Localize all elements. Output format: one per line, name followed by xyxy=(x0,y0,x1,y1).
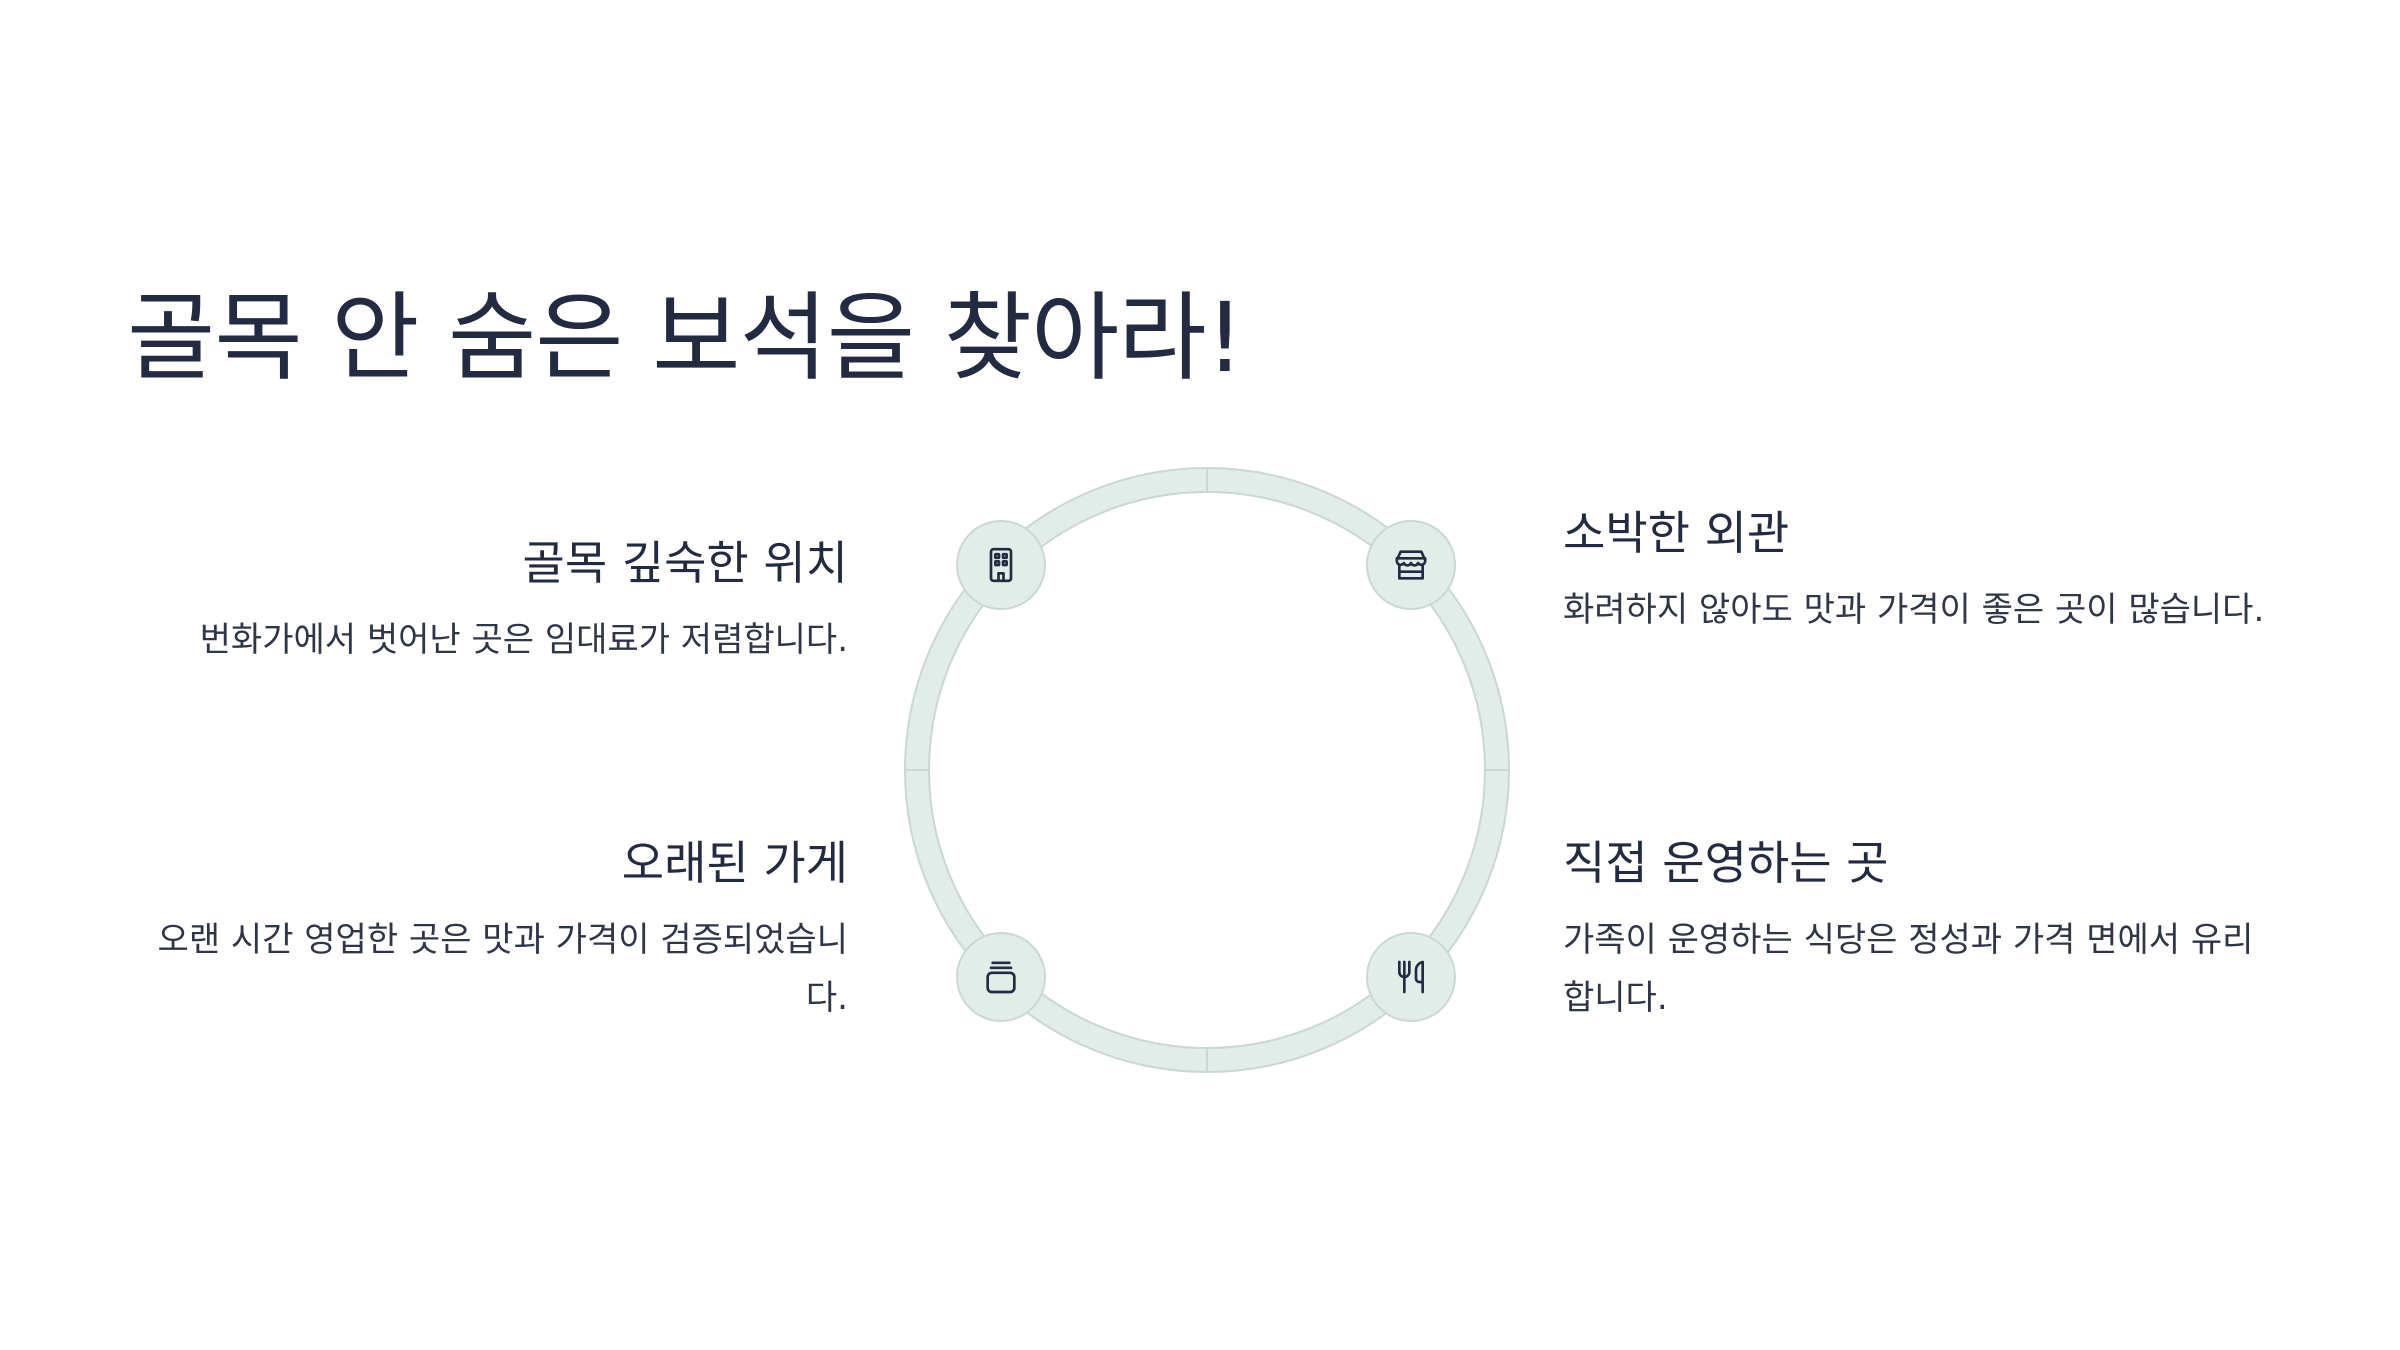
store-icon xyxy=(1395,550,1427,580)
feature-heading: 오래된 가게 xyxy=(621,836,848,890)
utensils-node xyxy=(1366,932,1456,1022)
feature-description: 오랜 시간 영업한 곳은 맛과 가격이 검증되었습니다. xyxy=(157,920,848,1018)
building-node xyxy=(956,520,1046,610)
store-node xyxy=(1366,520,1456,610)
feature-description: 번화가에서 벗어난 곳은 임대료가 저렴합니다. xyxy=(199,620,848,660)
feature-heading: 직접 운영하는 곳 xyxy=(1563,836,1889,890)
feature-block-location: 골목 깊숙한 위치 번화가에서 벗어난 곳은 임대료가 저렴합니다. xyxy=(128,533,848,669)
archive-box-icon xyxy=(986,961,1016,994)
cycle-ring xyxy=(904,467,1510,1073)
utensils-icon xyxy=(1398,960,1424,994)
slide-title: 골목 안 숨은 보석을 찾아라! xyxy=(127,282,1244,394)
archive-node xyxy=(956,932,1046,1022)
feature-heading: 골목 깊숙한 위치 xyxy=(522,536,848,590)
feature-block-old-store: 오래된 가게 오랜 시간 영업한 곳은 맛과 가격이 검증되었습니다. xyxy=(128,833,848,1027)
feature-description: 가족이 운영하는 식당은 정성과 가격 면에서 유리합니다. xyxy=(1563,920,2254,1018)
feature-block-family-run: 직접 운영하는 곳 가족이 운영하는 식당은 정성과 가격 면에서 유리합니다. xyxy=(1563,833,2283,1027)
building-icon xyxy=(989,547,1013,583)
feature-block-exterior: 소박한 외관 화려하지 않아도 맛과 가격이 좋은 곳이 많습니다. xyxy=(1563,503,2283,639)
feature-heading: 소박한 외관 xyxy=(1563,506,1790,560)
feature-description: 화려하지 않아도 맛과 가격이 좋은 곳이 많습니다. xyxy=(1563,590,2265,630)
